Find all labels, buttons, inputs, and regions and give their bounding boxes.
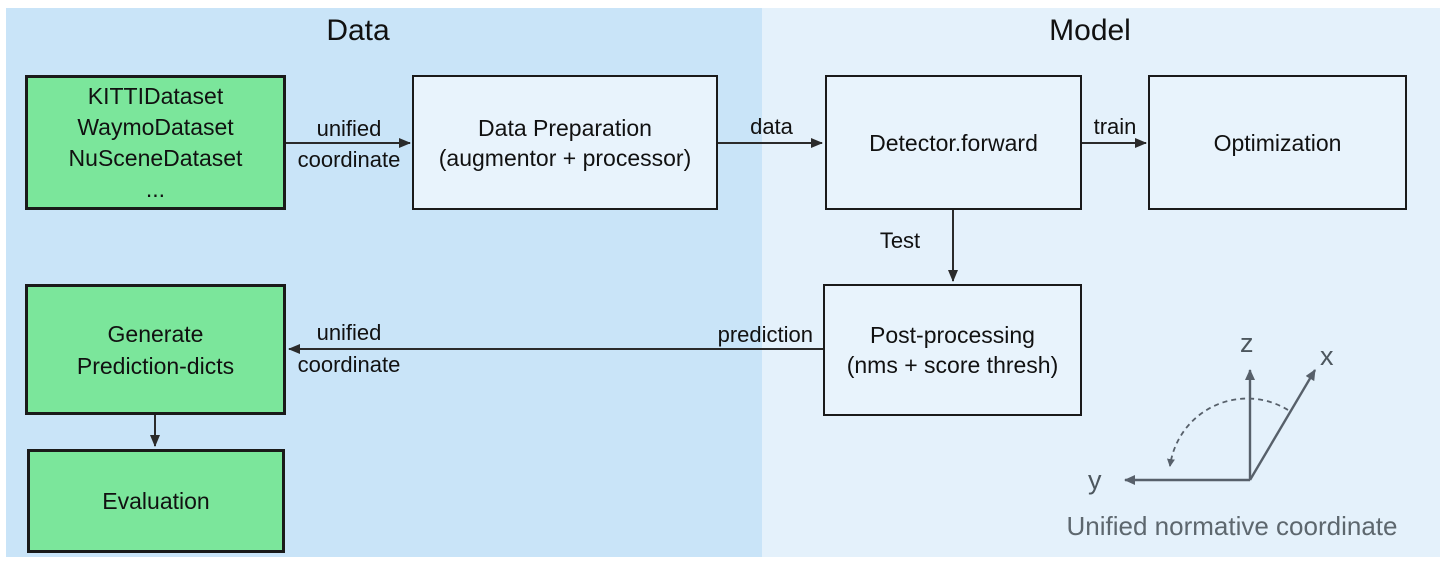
generate-prediction-dicts-box-line: Prediction-dicts xyxy=(76,352,235,379)
unified-coordinate-label-bottom-line2: coordinate xyxy=(297,352,401,377)
datasets-box-line: NuSceneDataset xyxy=(68,144,243,171)
datasets-box: KITTIDataset WaymoDataset NuSceneDataset… xyxy=(25,75,286,210)
data-edge-label: data xyxy=(750,114,793,139)
y-axis-label: y xyxy=(1088,465,1102,495)
prediction-edge-label: prediction xyxy=(717,322,813,347)
data-section-title: Data xyxy=(326,14,390,47)
axes-caption: Unified normative coordinate xyxy=(1066,511,1398,541)
unified-coordinate-label-bottom-line1: unified xyxy=(316,320,382,345)
unified-coordinate-label-top-line2: coordinate xyxy=(297,147,401,172)
generate-prediction-dicts-box-line: Generate xyxy=(107,320,204,347)
datasets-box-line: ... xyxy=(145,175,166,202)
detector-forward-box: Detector.forward xyxy=(825,75,1082,210)
data-preparation-box: Data Preparation (augmentor + processor) xyxy=(412,75,718,210)
post-processing-box-line: Post-processing xyxy=(870,322,1035,348)
datasets-box-line: WaymoDataset xyxy=(77,113,234,140)
detector-forward-box-line: Detector.forward xyxy=(869,129,1038,156)
optimization-box-line: Optimization xyxy=(1213,129,1342,156)
evaluation-box-line: Evaluation xyxy=(102,488,210,514)
z-axis-label: z xyxy=(1240,328,1254,358)
evaluation-box: Evaluation xyxy=(27,449,285,553)
model-section-title: Model xyxy=(1049,14,1131,47)
unified-coordinate-label-top-line1: unified xyxy=(316,116,382,141)
datasets-box-line: KITTIDataset xyxy=(87,82,224,109)
test-edge-label: Test xyxy=(879,228,921,253)
x-axis-label: x xyxy=(1320,341,1334,371)
post-processing-box: Post-processing (nms + score thresh) xyxy=(823,284,1082,416)
train-edge-label: train xyxy=(1093,114,1137,139)
data-preparation-box-line: Data Preparation xyxy=(478,114,652,141)
post-processing-box-line: (nms + score thresh) xyxy=(846,352,1059,378)
data-preparation-box-line: (augmentor + processor) xyxy=(438,144,692,171)
generate-prediction-dicts-box: Generate Prediction-dicts xyxy=(25,284,286,415)
optimization-box: Optimization xyxy=(1148,75,1407,210)
